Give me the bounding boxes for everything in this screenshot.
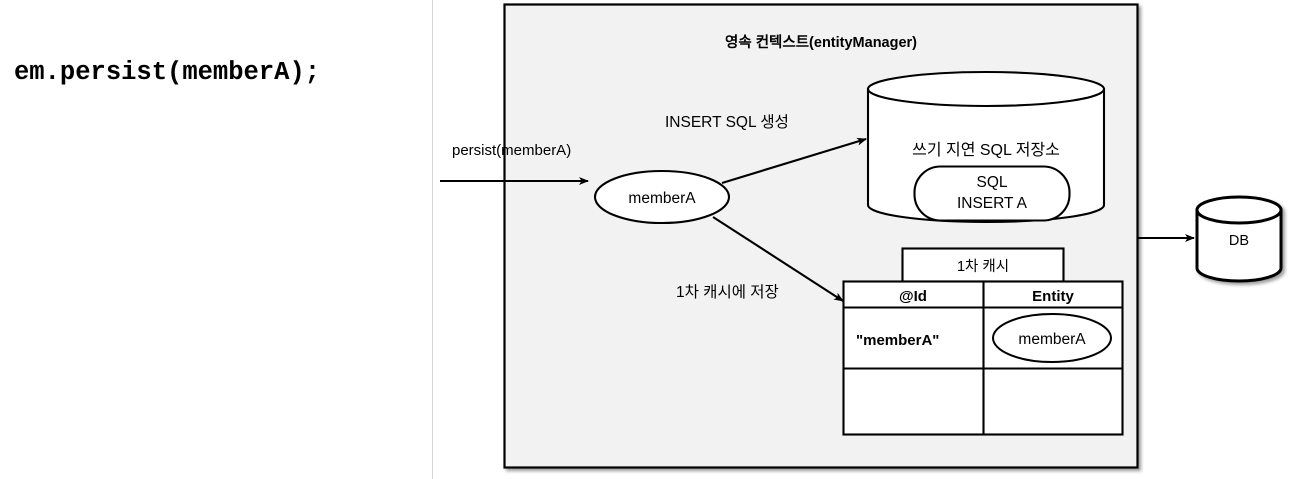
database-cylinder <box>1195 195 1283 283</box>
persist-arrow: persist(memberA) <box>440 142 589 185</box>
cache-store-arrow-label: 1차 캐시에 저장 <box>676 283 779 301</box>
table-row: "memberA" memberA <box>856 313 1112 363</box>
persist-arrow-label: persist(memberA) <box>452 142 571 159</box>
database-body <box>1195 208 1283 283</box>
member-entity-ellipse <box>593 169 731 225</box>
insert-sql-arrow: INSERT SQL 생성 <box>665 113 867 185</box>
cache-column-header-entity: Entity <box>1032 288 1074 305</box>
sql-item-line2: INSERT A <box>957 195 1028 212</box>
cache-store-arrow-line <box>712 216 844 302</box>
cache-cell-entity-ellipse <box>992 313 1112 363</box>
code-snippet: em.persist(memberA); <box>14 58 321 87</box>
sql-item-box <box>913 165 1071 222</box>
cache-store-arrow: 1차 캐시에 저장 <box>676 216 844 302</box>
cache-column-header-id: @Id <box>899 288 927 305</box>
database-top <box>1195 195 1283 225</box>
first-level-cache-table: 1차 캐시 @Id Entity "memberA" memberA <box>842 247 1124 436</box>
cache-tab-label: 1차 캐시 <box>957 258 1009 275</box>
member-entity-node: memberA <box>593 169 731 225</box>
cache-tab-box <box>901 247 1065 283</box>
cache-cell-entity: memberA <box>1018 331 1086 348</box>
insert-sql-arrow-label: INSERT SQL 생성 <box>665 113 789 131</box>
pane-divider <box>432 0 433 479</box>
sql-storage-top <box>866 70 1106 108</box>
sql-storage-cylinder: 쓰기 지연 SQL 저장소 SQL INSERT A <box>866 70 1106 224</box>
sql-item-line1: SQL <box>976 174 1007 191</box>
persistence-context-title: 영속 컨텍스트(entityManager) <box>725 33 917 51</box>
database-label: DB <box>1229 233 1249 249</box>
member-entity-label: memberA <box>628 190 696 207</box>
insert-sql-arrow-line <box>721 137 867 185</box>
cache-cell-id: "memberA" <box>856 332 939 349</box>
sql-storage-title: 쓰기 지연 SQL 저장소 <box>912 141 1060 159</box>
code-pane: em.persist(memberA); <box>0 0 432 479</box>
